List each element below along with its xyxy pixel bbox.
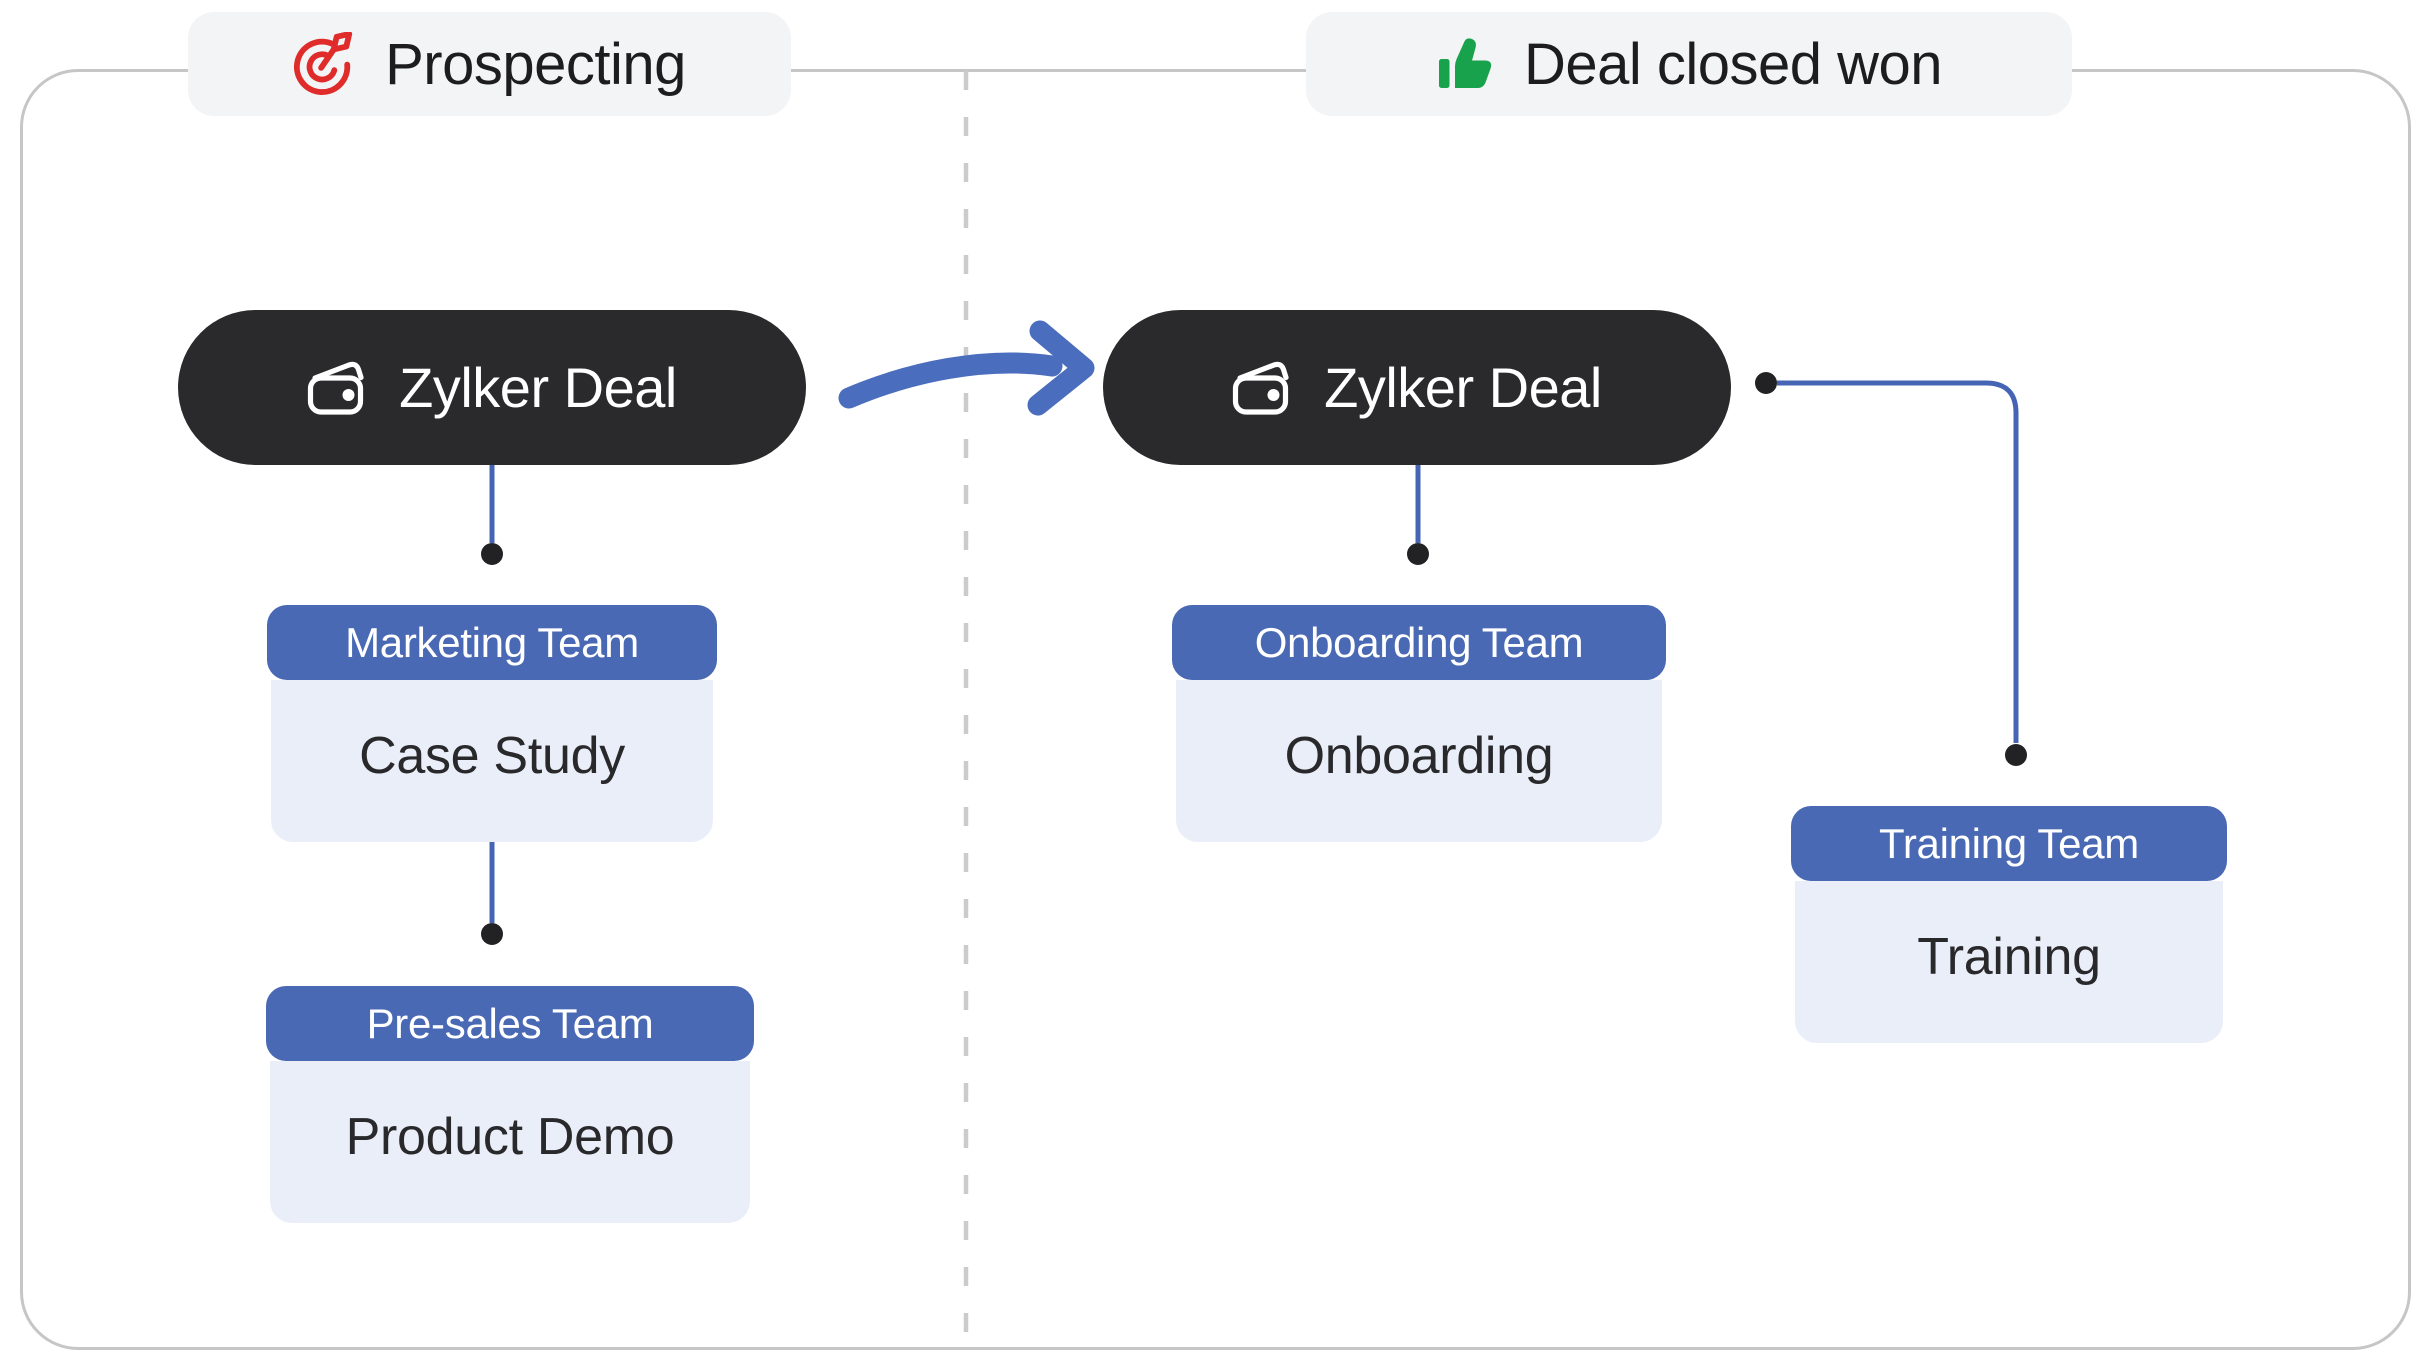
deal-pill-text: Zylker Deal	[1324, 356, 1602, 419]
stage-label-prospecting: Prospecting	[188, 12, 791, 116]
task-card-training: Training Team Training	[1791, 806, 2227, 1043]
task-label-text: Product Demo	[345, 1108, 675, 1166]
task-card-onboarding: Onboarding Team Onboarding	[1172, 605, 1666, 842]
stage-transition-arrow	[838, 320, 1095, 416]
diagram-frame-border	[20, 69, 2411, 1350]
thumbs-up-icon	[1438, 38, 1492, 88]
deal-pill-text: Zylker Deal	[399, 356, 677, 419]
task-label: Case Study	[271, 680, 713, 842]
deal-pill-prospecting: Zylker Deal	[178, 310, 806, 465]
team-badge-text: Training Team	[1879, 819, 2139, 867]
connector-dot	[2005, 744, 2027, 766]
team-badge-text: Marketing Team	[345, 618, 639, 666]
connector-dot	[481, 923, 503, 945]
task-card-presales: Pre-sales Team Product Demo	[266, 986, 754, 1223]
task-label: Onboarding	[1176, 680, 1662, 842]
wallet-icon	[308, 361, 364, 415]
task-card-marketing: Marketing Team Case Study	[267, 605, 717, 842]
connector-dot	[1755, 372, 1777, 394]
deal-pill-closed-won: Zylker Deal	[1103, 310, 1731, 465]
connector-dot	[481, 543, 503, 565]
team-badge: Pre-sales Team	[266, 986, 754, 1061]
task-label: Product Demo	[270, 1061, 750, 1223]
task-label-text: Onboarding	[1284, 727, 1554, 785]
stage-label-text: Deal closed won	[1523, 31, 1943, 97]
connector-deal-to-training	[1777, 380, 2019, 743]
stage-label-text: Prospecting	[385, 31, 686, 97]
team-badge: Onboarding Team	[1172, 605, 1666, 680]
wallet-icon	[1233, 361, 1289, 415]
connector-dot	[1407, 543, 1429, 565]
team-badge: Marketing Team	[267, 605, 717, 680]
task-label: Training	[1795, 881, 2223, 1043]
stage-label-deal-closed-won: Deal closed won	[1306, 12, 2072, 116]
team-badge-text: Pre-sales Team	[366, 999, 654, 1047]
task-label-text: Training	[1917, 928, 2101, 986]
team-badge-text: Onboarding Team	[1254, 618, 1584, 666]
target-dart-icon	[294, 32, 353, 95]
task-label-text: Case Study	[359, 727, 625, 785]
team-badge: Training Team	[1791, 806, 2227, 881]
